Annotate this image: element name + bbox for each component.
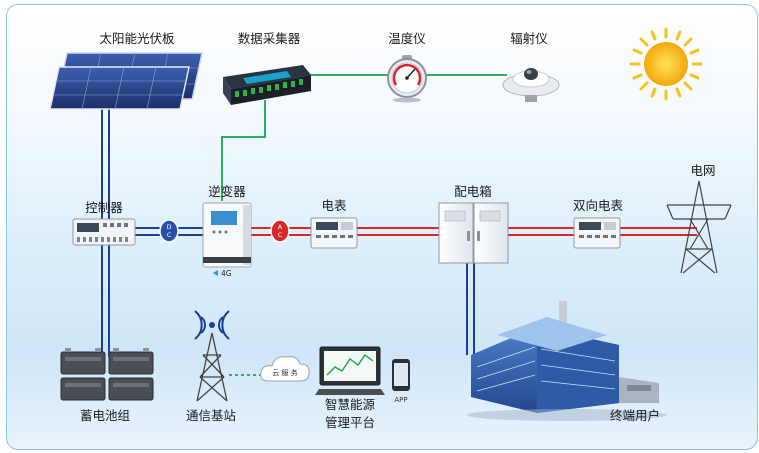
phone-icon xyxy=(392,359,410,391)
network-badge: 4G xyxy=(213,269,232,278)
platform-label-line2: 管理平台 xyxy=(325,415,375,430)
radiometer-label: 辐射仪 xyxy=(510,31,548,46)
system-diagram: 太阳能光伏板 数据采集器 温度仪 辐射仪 xyxy=(49,27,732,430)
meter-label: 电表 xyxy=(321,198,347,213)
solar-panel-label: 太阳能光伏板 xyxy=(99,31,175,46)
meter-icon xyxy=(310,217,358,249)
thermometer-label: 温度仪 xyxy=(388,31,426,46)
grid-label: 电网 xyxy=(690,163,715,178)
ac-cable-building xyxy=(466,263,475,355)
monitor-icon xyxy=(315,346,385,395)
distribution-box-icon xyxy=(438,202,509,264)
ac-badge-bottom: C xyxy=(278,231,283,239)
inverter-icon xyxy=(202,202,252,268)
controller-label: 控制器 xyxy=(85,200,123,215)
dc-badge-bottom: C xyxy=(167,231,172,239)
building-icon xyxy=(467,301,667,421)
dc-cable-battery xyxy=(101,245,110,357)
platform-label-line1: 智慧能源 xyxy=(325,397,376,412)
end-user-label: 终端用户 xyxy=(610,408,660,423)
ac-badge: A C xyxy=(270,219,290,243)
cloud-icon: 云 服 务 xyxy=(260,356,310,382)
radiometer-icon xyxy=(502,68,560,102)
battery-group-icon xyxy=(60,348,154,401)
inverter-label: 逆变器 xyxy=(208,184,246,199)
bidirectional-meter-icon xyxy=(573,217,621,249)
data-collector-label: 数据采集器 xyxy=(238,31,301,46)
dc-cable-panel xyxy=(101,108,110,223)
distribution-box-label: 配电箱 xyxy=(454,184,492,199)
sun-icon xyxy=(629,27,703,101)
ac-badge-top: A xyxy=(278,223,283,231)
bidirectional-meter-label: 双向电表 xyxy=(573,198,624,213)
diagram-frame: 太阳能光伏板 数据采集器 温度仪 辐射仪 xyxy=(6,4,758,450)
thermometer-icon xyxy=(387,55,427,103)
dc-badge-top: D xyxy=(166,223,171,231)
grid-tower-icon xyxy=(666,180,732,274)
app-label: APP xyxy=(394,396,407,404)
data-collector-icon xyxy=(223,65,311,105)
network-badge-text: 4G xyxy=(221,269,232,278)
controller-icon xyxy=(72,218,136,246)
dc-badge: D C xyxy=(159,219,179,243)
solar-panel-icon xyxy=(49,52,203,110)
cloud-service-text: 云 服 务 xyxy=(272,368,297,377)
base-station-icon xyxy=(194,310,230,402)
battery-group-label: 蓄电池组 xyxy=(80,408,130,423)
base-station-label: 通信基站 xyxy=(186,408,236,423)
